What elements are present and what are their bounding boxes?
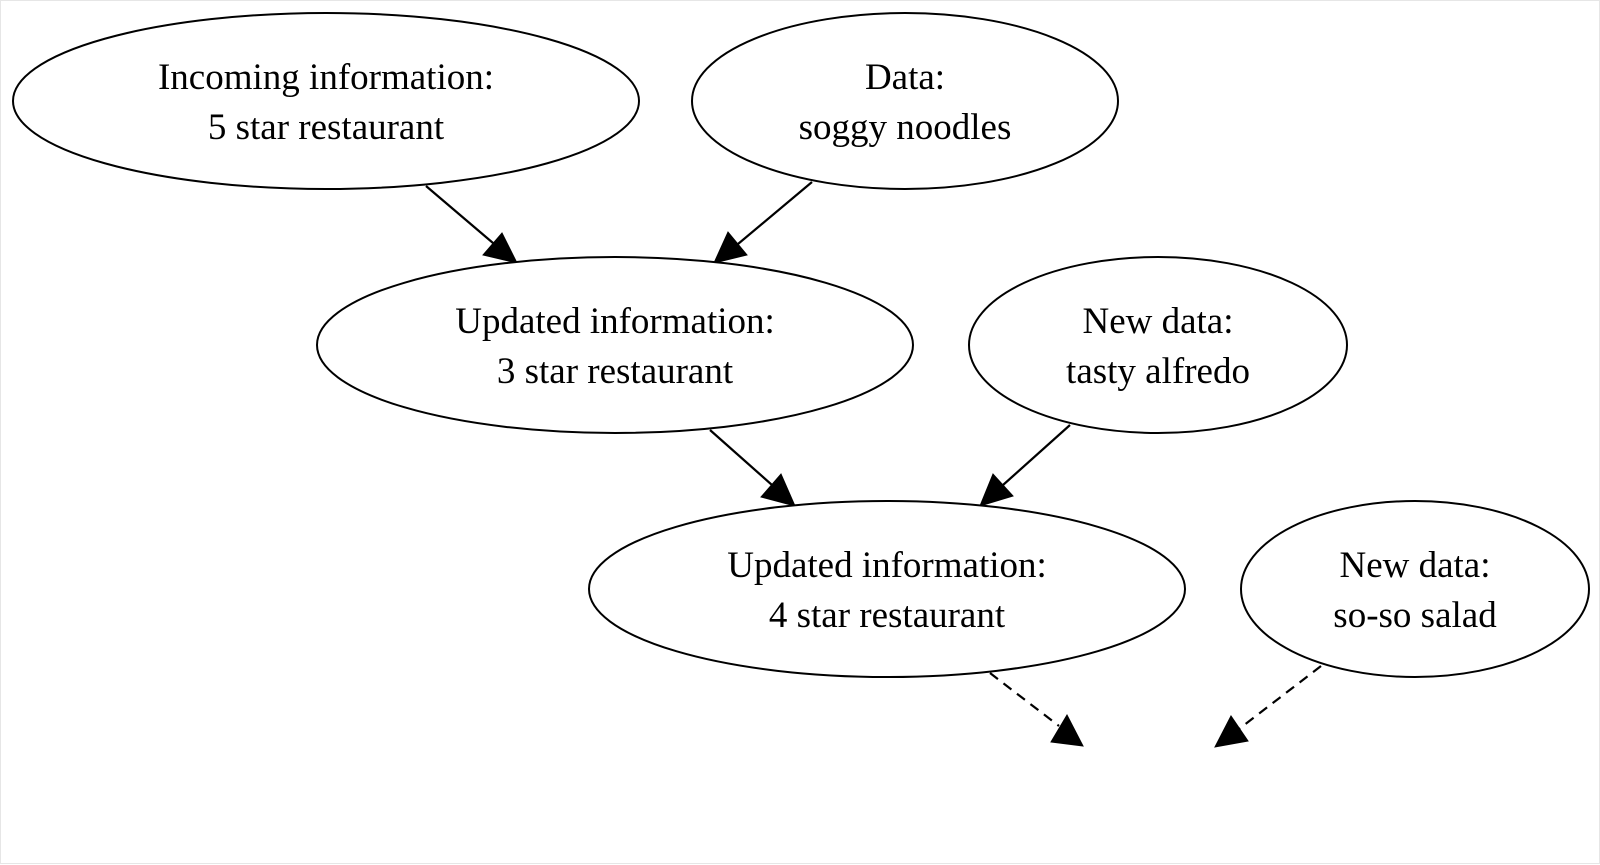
edges [425,181,1322,748]
node-incoming-line2: 5 star restaurant [208,107,445,148]
node-new-data-alfredo: New data: tasty alfredo [968,256,1348,434]
node-updated-information-3: Updated information: 3 star restaurant [316,256,914,434]
node-new-data-salad: New data: so-so salad [1240,500,1590,678]
arrowhead-icon [482,232,518,264]
node-data-soggy-noodles: Data: soggy noodles [691,12,1119,190]
edge-updated-4-to-unlabeled [989,672,1084,747]
node-salad-line2: so-so salad [1333,595,1497,636]
node-alfredo-line2: tasty alfredo [1066,351,1250,392]
node-incoming-information: Incoming information: 5 star restaurant [12,12,640,190]
node-updated4-line2: 4 star restaurant [769,595,1006,636]
edge-soggy-to-updated-3 [713,181,813,264]
node-incoming-line1: Incoming information: [158,57,494,98]
node-salad-line1: New data: [1339,545,1490,586]
node-updated4-line1: Updated information: [727,545,1047,586]
node-soggy-line2: soggy noodles [799,107,1012,148]
arrowhead-icon [979,473,1014,507]
node-alfredo-line1: New data: [1082,301,1233,342]
node-updated-information-4: Updated information: 4 star restaurant [588,500,1186,678]
edge-salad-to-unlabeled [1214,665,1322,748]
edge-incoming-to-updated-3 [425,185,518,264]
node-updated3-line2: 3 star restaurant [497,351,734,392]
edge-alfredo-to-updated-4 [979,424,1071,507]
arrowhead-icon [1214,715,1249,748]
node-updated3-line1: Updated information: [455,301,775,342]
nodes: Incoming information: 5 star restaurant … [12,12,1590,678]
arrowhead-icon [713,231,748,264]
arrowhead-icon [1050,713,1084,747]
arrowhead-icon [760,473,796,507]
node-soggy-line1: Data: [865,57,945,98]
edge-updated-3-to-updated-4 [709,429,796,507]
